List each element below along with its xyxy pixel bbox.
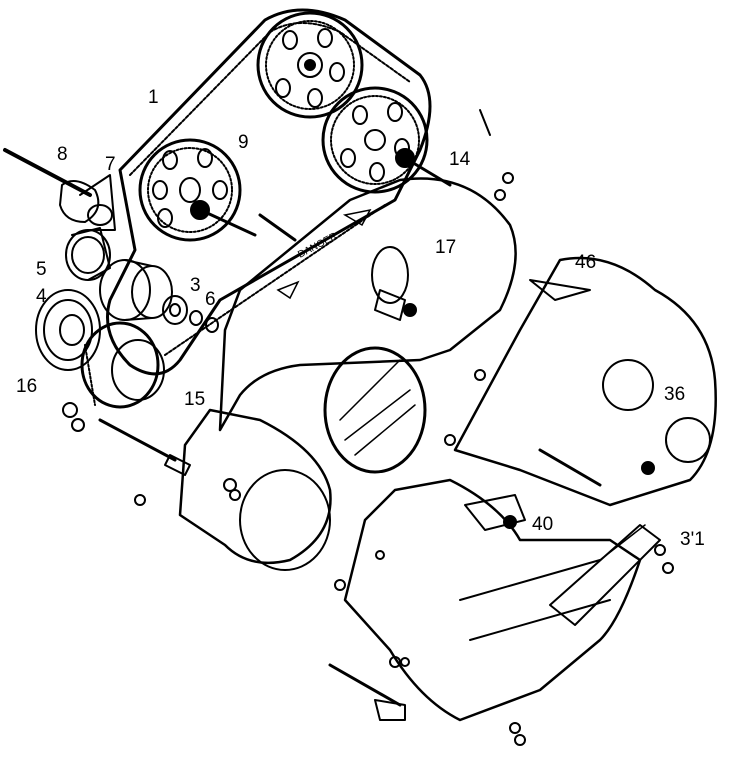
tensioner-rod	[328, 663, 406, 721]
label-6: 6	[205, 289, 216, 310]
washer-3-6	[162, 295, 219, 333]
label-16: 16	[16, 376, 37, 397]
camshaft-sprocket-upper	[256, 11, 364, 119]
label-14: 14	[449, 149, 471, 170]
lower-left-cover	[178, 408, 332, 571]
label-8: 8	[57, 144, 68, 165]
label-3: 3	[190, 275, 201, 296]
crank-sprocket-15	[80, 321, 165, 409]
cover-opening	[323, 346, 427, 474]
label-15: 15	[184, 389, 205, 410]
pulley-5	[65, 227, 111, 281]
lower-cover	[343, 478, 642, 722]
upper-cover-17	[218, 177, 517, 432]
label-1: 1	[148, 87, 159, 108]
part-labels: 1 3 4 5 6 7 8 9 14 15 16 17 36 40 46 3'1	[16, 87, 705, 550]
label-40: 40	[532, 514, 553, 535]
label-17: 17	[435, 237, 456, 258]
drive-shaft-8	[3, 148, 116, 231]
pulley-4	[99, 259, 173, 321]
label-36: 36	[664, 384, 685, 405]
label-4: 4	[36, 286, 47, 307]
belt-warning-text: DANGER	[296, 231, 339, 261]
fasteners	[62, 109, 674, 746]
label-31: 3'1	[680, 529, 705, 550]
bracket-40	[464, 494, 526, 531]
label-7: 7	[105, 154, 116, 175]
label-9: 9	[238, 132, 249, 153]
label-46: 46	[575, 252, 596, 273]
label-5: 5	[36, 259, 47, 280]
rear-cover-36	[453, 256, 717, 507]
sprocket-9	[138, 138, 257, 242]
rod-31	[549, 524, 661, 626]
